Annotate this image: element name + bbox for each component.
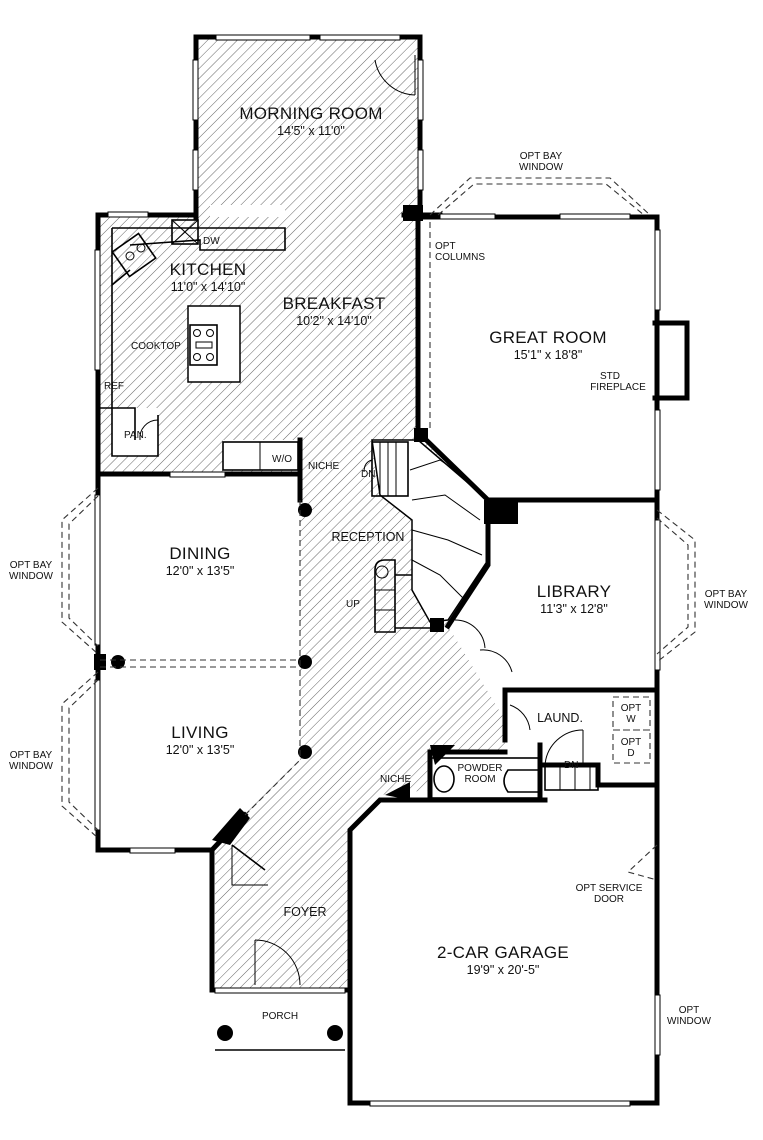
stair-up-label: UP xyxy=(346,599,360,610)
opt-window-line1: OPT xyxy=(679,1005,700,1016)
windows xyxy=(94,34,661,1107)
opt-w-line1: OPT xyxy=(621,703,642,714)
niche-upper-label: NICHE xyxy=(308,461,339,472)
living-name: LIVING xyxy=(171,723,229,742)
great-room-dims: 15'1" x 18'8" xyxy=(514,348,583,362)
powder-line2: ROOM xyxy=(464,774,495,785)
doors xyxy=(231,55,584,986)
ref-label: REF xyxy=(104,381,124,392)
garage-dims: 19'9" x 20'-5" xyxy=(467,963,540,977)
garage-dn-label: DN xyxy=(564,760,578,771)
annotations: DW COOKTOP REF PAN. W/O NICHE NICHE DN U… xyxy=(9,151,748,1027)
opt-service-door-line2: DOOR xyxy=(594,894,624,905)
breakfast-dims: 10'2" x 14'10" xyxy=(296,314,372,328)
columns xyxy=(94,205,518,1041)
living-dims: 12'0" x 13'5" xyxy=(166,743,235,757)
kitchen-dims: 11'0" x 14'10" xyxy=(171,280,246,294)
morning-room-name: MORNING ROOM xyxy=(239,104,382,123)
kitchen-name: KITCHEN xyxy=(170,260,247,279)
stair-dn-label: DN xyxy=(361,469,375,480)
laundry-name: LAUND. xyxy=(537,711,583,725)
dw-label: DW xyxy=(203,236,220,247)
stairs xyxy=(363,441,483,633)
std-fireplace-line2: FIREPLACE xyxy=(590,382,646,393)
breakfast-name: BREAKFAST xyxy=(283,294,386,313)
opt-bay-right-line1: OPT BAY xyxy=(705,589,748,600)
opt-d-line2: D xyxy=(627,748,634,759)
library-dims: 11'3" x 12'8" xyxy=(540,602,608,616)
porch-name: PORCH xyxy=(262,1011,298,1022)
dishwasher xyxy=(171,219,199,245)
kitchen-breakfast-floor xyxy=(100,217,418,472)
opt-bay-dining-line2: WINDOW xyxy=(9,571,53,582)
cooktop-label: COOKTOP xyxy=(131,341,181,352)
powder-line1: POWDER xyxy=(458,763,503,774)
opt-bay-dining-line1: OPT BAY xyxy=(10,560,53,571)
reception-name: RECEPTION xyxy=(332,530,405,544)
opt-bay-top-line2: WINDOW xyxy=(519,162,563,173)
sink xyxy=(111,232,157,278)
great-room-name: GREAT ROOM xyxy=(489,328,607,347)
opt-columns-line1: OPT xyxy=(435,241,456,252)
garage-name: 2-CAR GARAGE xyxy=(437,943,569,962)
dining-name: DINING xyxy=(169,544,230,563)
morning-room-dims: 14'5" x 11'0" xyxy=(277,124,345,138)
opt-bay-living-line1: OPT BAY xyxy=(10,750,53,761)
opt-bay-living-line2: WINDOW xyxy=(9,761,53,772)
std-fireplace-line1: STD xyxy=(600,371,620,382)
opt-bay-right-line2: WINDOW xyxy=(704,600,748,611)
morning-room-floor xyxy=(198,37,418,217)
pan-label: PAN. xyxy=(124,430,147,441)
kitchen-fixtures xyxy=(98,219,299,471)
dining-dims: 12'0" x 13'5" xyxy=(166,564,235,578)
fixtures xyxy=(215,696,651,1051)
opt-columns-line2: COLUMNS xyxy=(435,252,485,263)
niche-lower-label: NICHE xyxy=(380,774,411,785)
wo-label: W/O xyxy=(272,454,292,465)
cooktop-surface xyxy=(189,324,218,366)
optional-bays xyxy=(61,177,696,881)
opt-w-line2: W xyxy=(626,714,636,725)
library-name: LIBRARY xyxy=(537,582,612,601)
foyer-name: FOYER xyxy=(283,905,326,919)
opt-d-line1: OPT xyxy=(621,737,642,748)
room-labels: MORNING ROOM 14'5" x 11'0" KITCHEN 11'0"… xyxy=(166,104,612,1022)
opt-service-door-line1: OPT SERVICE xyxy=(576,883,643,894)
opt-window-line2: WINDOW xyxy=(667,1016,711,1027)
opt-bay-top-line1: OPT BAY xyxy=(520,151,563,162)
